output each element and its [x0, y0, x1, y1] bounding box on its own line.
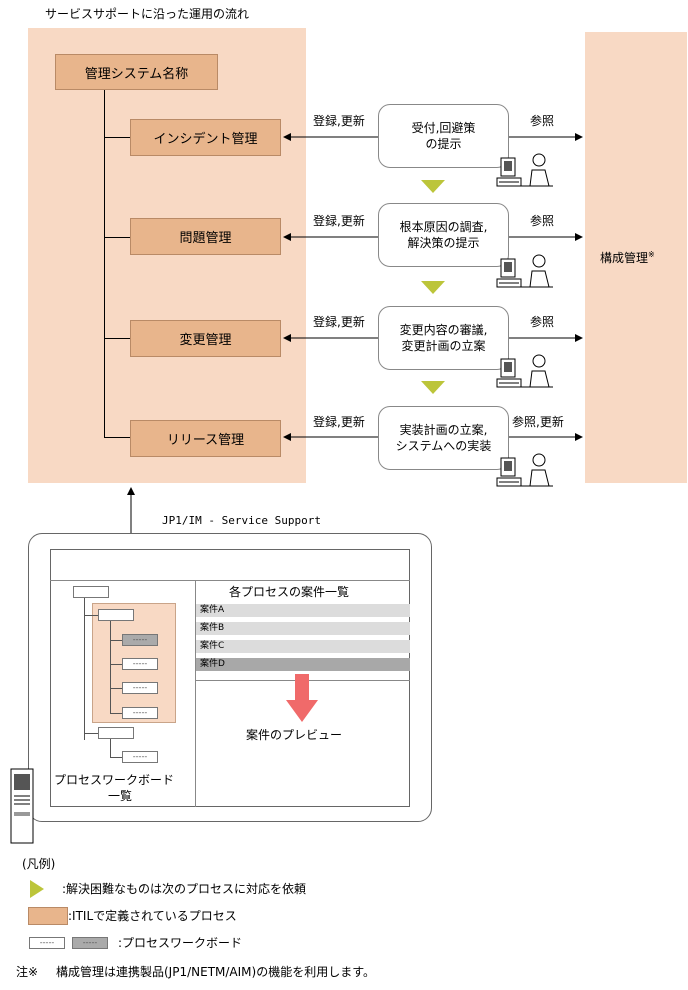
- workboard-tree-line: [110, 640, 122, 641]
- system-name-box: 管理システム名称: [55, 54, 218, 90]
- service-support-panel: [28, 28, 306, 483]
- workboard-list-label: 一覧: [108, 789, 133, 803]
- product-name-label: JP1/IM - Service Support: [162, 514, 321, 527]
- activity-bubble-problem: 根本原因の調査, 解決策の提示: [378, 203, 509, 267]
- process-box-incident: インシデント管理: [130, 119, 281, 156]
- process-box-release: リリース管理: [130, 420, 281, 457]
- workboard-tree-line: [110, 713, 122, 714]
- screen-pane-divider: [195, 580, 196, 807]
- reference-label: 参照,更新: [512, 415, 564, 429]
- case-list-title: 各プロセスの案件一覧: [229, 585, 350, 599]
- register-update-label: 登録,更新: [313, 315, 365, 329]
- config-management-panel: [585, 32, 687, 483]
- legend-title: (凡例): [22, 857, 56, 871]
- case-row-selected[interactable]: 案件D: [196, 658, 410, 671]
- workboard-tree-root[interactable]: [73, 586, 109, 598]
- reference-label: 参照: [530, 114, 555, 128]
- tree-branch-line: [104, 137, 130, 138]
- case-row[interactable]: 案件A: [196, 604, 410, 617]
- operator-icon: [496, 153, 553, 187]
- legend-workboard-swatch: -----: [29, 937, 65, 949]
- legend-triangle-icon: [30, 880, 44, 898]
- case-row[interactable]: 案件C: [196, 640, 410, 653]
- config-management-label: 構成管理※: [600, 248, 655, 265]
- workboard-item[interactable]: -----: [122, 707, 158, 719]
- tree-trunk-line: [104, 90, 105, 438]
- legend-workboard-desc: :プロセスワークボード: [118, 936, 243, 950]
- diagram-title: サービスサポートに沿った運用の流れ: [45, 7, 250, 21]
- tree-branch-line: [104, 237, 130, 238]
- footnote-prefix: 注※: [16, 965, 39, 979]
- legend-itil-swatch: [28, 907, 68, 925]
- activity-bubble-change: 変更内容の審議, 変更計画の立案: [378, 306, 509, 370]
- workboard-tree-line: [110, 621, 111, 713]
- activity-bubble-incident: 受付,回避策 の提示: [378, 104, 509, 168]
- process-box-change: 変更管理: [130, 320, 281, 357]
- process-box-problem: 問題管理: [130, 218, 281, 255]
- workboard-tree-line: [110, 688, 122, 689]
- server-icon: [10, 768, 34, 844]
- legend-workboard-swatch-selected: -----: [72, 937, 108, 949]
- operator-icon: [496, 453, 553, 487]
- register-update-label: 登録,更新: [313, 114, 365, 128]
- tree-branch-line: [104, 338, 130, 339]
- config-management-text: 構成管理: [600, 251, 649, 265]
- workboard-tree-line: [110, 664, 122, 665]
- workboard-item[interactable]: [98, 727, 134, 739]
- workboard-item[interactable]: -----: [122, 658, 158, 670]
- tree-branch-line: [104, 437, 130, 438]
- reference-label: 参照: [530, 214, 555, 228]
- operator-icon: [496, 254, 553, 288]
- operator-icon: [496, 354, 553, 388]
- workboard-tree-line: [84, 733, 98, 734]
- workboard-list-label: プロセスワークボード: [54, 773, 175, 787]
- reference-label: 参照: [530, 315, 555, 329]
- footnote-text: 構成管理は連携製品(JP1/NETM/AIM)の機能を利用します。: [56, 965, 376, 979]
- workboard-item[interactable]: -----: [122, 682, 158, 694]
- case-preview-label: 案件のプレビュー: [246, 728, 343, 742]
- workboard-tree-line: [110, 739, 111, 757]
- register-update-label: 登録,更新: [313, 214, 365, 228]
- workboard-tree-line: [84, 598, 85, 740]
- config-note-mark: ※: [648, 250, 655, 259]
- workboard-tree-line: [84, 615, 98, 616]
- workboard-item[interactable]: -----: [122, 751, 158, 763]
- preview-arrow: [286, 674, 318, 722]
- legend-triangle-desc: :解決困難なものは次のプロセスに対応を依頼: [62, 882, 307, 896]
- legend-itil-desc: :ITILで定義されているプロセス: [68, 909, 237, 923]
- workboard-tree-line: [110, 757, 122, 758]
- case-row[interactable]: 案件B: [196, 622, 410, 635]
- activity-bubble-release: 実装計画の立案, システムへの実装: [378, 406, 509, 470]
- workboard-item-selected[interactable]: -----: [122, 634, 158, 646]
- workboard-item[interactable]: [98, 609, 134, 621]
- screen-header-divider: [50, 580, 410, 581]
- register-update-label: 登録,更新: [313, 415, 365, 429]
